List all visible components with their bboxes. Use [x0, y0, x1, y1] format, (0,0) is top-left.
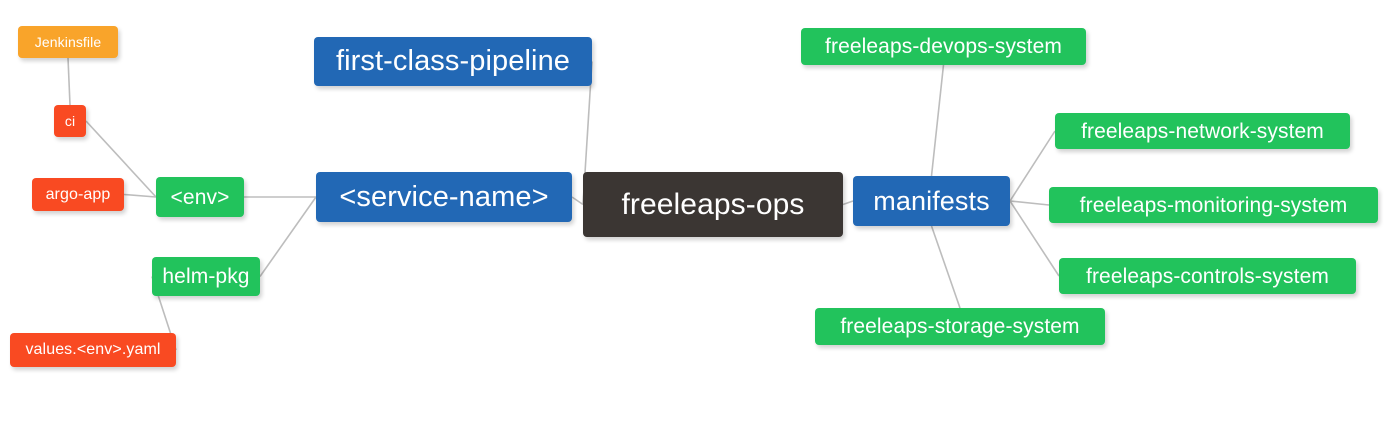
- mindmap-node-jenkinsfile[interactable]: Jenkinsfile: [18, 26, 118, 58]
- mindmap-node-env[interactable]: <env>: [156, 177, 244, 217]
- mindmap-node-freeleaps-network-system[interactable]: freeleaps-network-system: [1055, 113, 1350, 149]
- mindmap-edge-service-name--helm-pkg: [259, 196, 317, 277]
- mindmap-node-label: manifests: [873, 185, 990, 216]
- mindmap-node-label: Jenkinsfile: [34, 34, 102, 50]
- mindmap-node-label: first-class-pipeline: [335, 45, 571, 77]
- mindmap-node-label: <service-name>: [339, 180, 549, 213]
- mindmap-node-label: values.<env>.yaml: [25, 341, 161, 358]
- mindmap-node-label: helm-pkg: [162, 265, 250, 288]
- mindmap-edge-manifests--freeleaps-network-system: [1009, 130, 1056, 202]
- mindmap-node-label: ci: [64, 113, 76, 129]
- mindmap-edge-ci--jenkinsfile: [67, 57, 71, 106]
- mindmap-node-first-class-pipeline[interactable]: first-class-pipeline: [314, 37, 592, 86]
- mindmap-node-ci[interactable]: ci: [54, 105, 86, 137]
- mindmap-edge-manifests--freeleaps-controls-system: [1009, 200, 1060, 277]
- mindmap-node-freeleaps-ops[interactable]: freeleaps-ops: [583, 172, 843, 237]
- mindmap-node-freeleaps-devops-system[interactable]: freeleaps-devops-system: [801, 28, 1086, 65]
- mindmap-edge-freeleaps-ops--service-name: [571, 196, 584, 206]
- mindmap-node-values-env-yaml[interactable]: values.<env>.yaml: [10, 333, 176, 367]
- mindmap-node-freeleaps-controls-system[interactable]: freeleaps-controls-system: [1059, 258, 1356, 294]
- mindmap-node-label: argo-app: [45, 185, 111, 203]
- mindmap-node-freeleaps-storage-system[interactable]: freeleaps-storage-system: [815, 308, 1105, 345]
- mindmap-node-label: freeleaps-controls-system: [1086, 264, 1329, 288]
- mindmap-node-service-name[interactable]: <service-name>: [316, 172, 572, 222]
- mindmap-node-label: freeleaps-ops: [621, 187, 805, 221]
- mindmap-node-freeleaps-monitoring-system[interactable]: freeleaps-monitoring-system: [1049, 187, 1378, 223]
- mindmap-node-argo-app[interactable]: argo-app: [32, 178, 124, 211]
- mindmap-edge-env--argo-app: [123, 193, 157, 198]
- mindmap-node-label: freeleaps-storage-system: [840, 315, 1080, 338]
- mindmap-edge-freeleaps-ops--manifests: [842, 200, 854, 206]
- mindmap-node-label: freeleaps-network-system: [1081, 119, 1324, 143]
- mindmap-edge-manifests--freeleaps-storage-system: [930, 225, 961, 309]
- mindmap-node-manifests[interactable]: manifests: [853, 176, 1010, 226]
- mindmap-node-label: <env>: [170, 185, 230, 209]
- mindmap-edge-env--ci: [85, 120, 157, 198]
- mindmap-edge-manifests--freeleaps-monitoring-system: [1009, 200, 1050, 206]
- mindmap-node-helm-pkg[interactable]: helm-pkg: [152, 257, 260, 296]
- mindmap-node-label: freeleaps-monitoring-system: [1079, 193, 1348, 217]
- mindmap-node-label: freeleaps-devops-system: [825, 35, 1062, 58]
- mindmap-edge-manifests--freeleaps-devops-system: [930, 64, 945, 177]
